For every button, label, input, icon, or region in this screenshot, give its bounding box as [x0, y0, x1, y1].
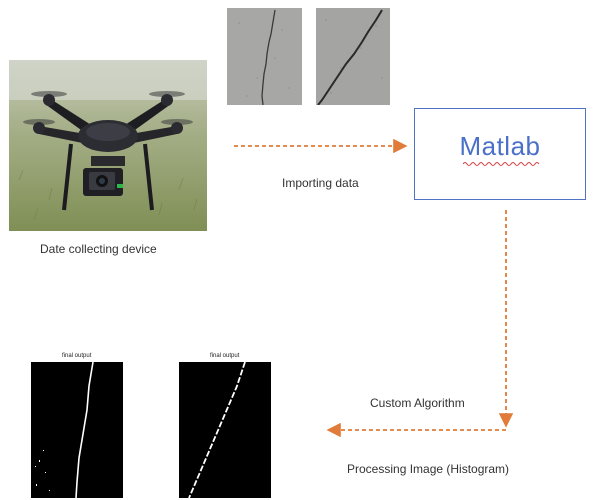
final-output-image-right [179, 362, 271, 498]
output-title-left: final output [62, 353, 92, 359]
matlab-box: Matlab [414, 108, 586, 200]
output-title-right: final output [210, 353, 240, 359]
crack-photo-left [227, 8, 302, 105]
caption-processing-image: Processing Image (Histogram) [347, 462, 510, 476]
caption-custom-algorithm: Custom Algorithm [370, 396, 465, 410]
matlab-label: Matlab [459, 131, 541, 161]
drone-photo [9, 60, 207, 231]
caption-importing-data: Importing data [282, 176, 359, 190]
spellcheck-underline [463, 162, 540, 166]
crack-photo-right [316, 8, 390, 105]
final-output-image-left [31, 362, 123, 498]
caption-data-collecting-device: Date collecting device [40, 242, 157, 256]
